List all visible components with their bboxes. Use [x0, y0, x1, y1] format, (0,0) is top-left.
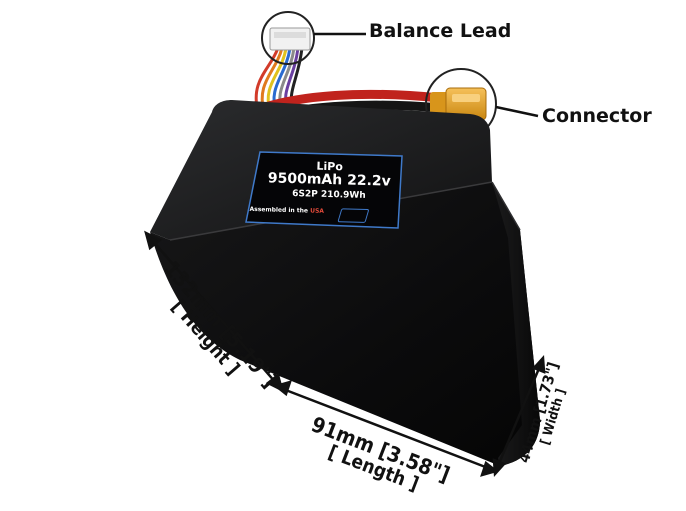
label-capacity-voltage: 9500mAh 22.2v	[267, 170, 391, 190]
balance-lead-wires	[254, 47, 304, 113]
label-country: USA	[310, 207, 325, 215]
label-assembled-text: Assembled in the	[249, 205, 309, 215]
xt-connector	[430, 87, 487, 121]
label-configuration: 6S2P 210.9Wh	[292, 189, 366, 201]
connector-leader-line	[495, 105, 539, 118]
connector-callout-label: Connector	[542, 105, 652, 127]
brand-logo-icon	[337, 208, 370, 223]
length-dimension-arrow	[273, 380, 499, 477]
balance-lead-callout-label: Balance Lead	[369, 20, 512, 42]
battery-label-text-group: LiPo 9500mAh 22.2v 6S2P 210.9Wh Assemble…	[249, 158, 401, 226]
balance-lead-callout-circle	[261, 11, 315, 65]
balance-plug	[269, 27, 311, 51]
battery-label-panel	[245, 151, 403, 229]
label-assembled: Assembled in the USA	[249, 206, 324, 215]
width-dimension-arrow	[492, 354, 546, 478]
height-dimension-arrow	[144, 230, 284, 393]
